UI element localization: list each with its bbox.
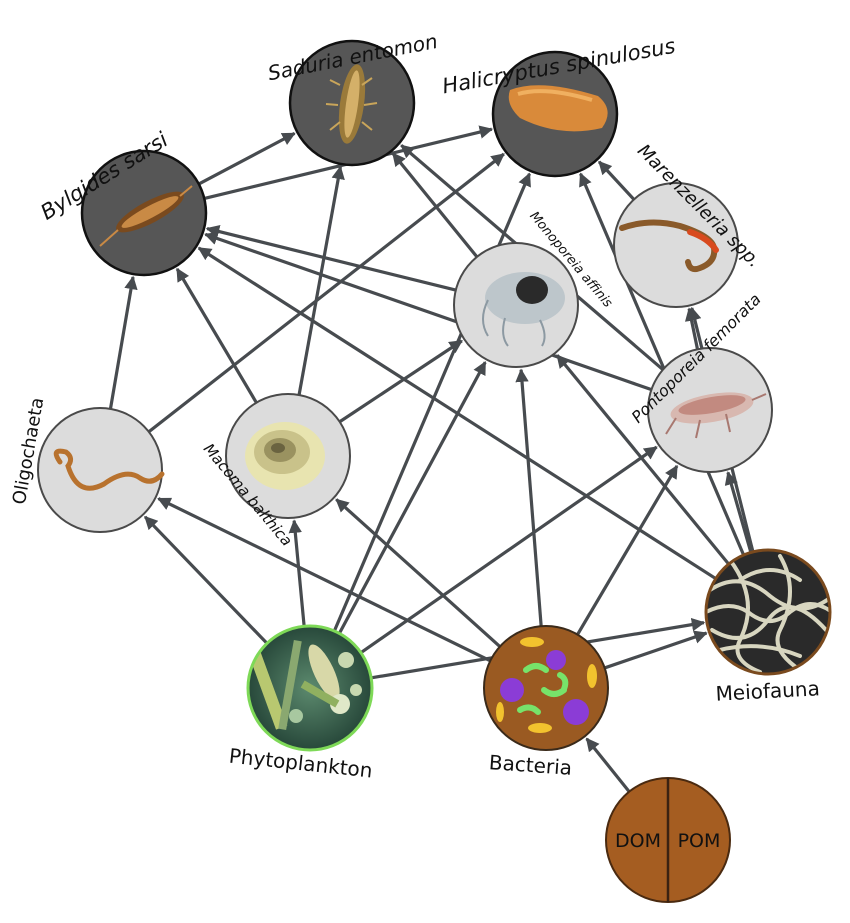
edge-macoma-to-saduria (297, 165, 345, 398)
label-bacteria: Bacteria (488, 750, 573, 780)
polychaete-icon (99, 185, 193, 247)
node-pontoporeia (647, 347, 773, 473)
node-dompom (605, 777, 731, 903)
edge-phytoplankton-to-monoporeia (337, 361, 487, 636)
amphipod-icon (482, 272, 565, 347)
edge-phytoplankton-to-macoma (288, 519, 306, 629)
edge-meiofauna-to-pontoporeia (724, 471, 753, 555)
edge-monoporeia-to-bylgides (205, 224, 459, 293)
node-oligochaeta (37, 407, 165, 533)
node-monoporeia (453, 242, 579, 368)
edge-bacteria-to-meiofauna (602, 630, 708, 671)
worm-icon (619, 219, 719, 273)
edge-monoporeia-to-saduria (391, 152, 480, 260)
edge-meiofauna-to-halicryptus (579, 172, 746, 558)
edge-marenzelleria-to-halicryptus (597, 160, 637, 203)
edge-bylgides-to-saduria (196, 131, 296, 187)
edge-phytoplankton-to-halicryptus (332, 172, 531, 634)
node-saduria (288, 39, 416, 167)
edge-oligochaeta-to-bylgides (108, 275, 138, 412)
node-macoma (225, 393, 351, 519)
label-pom: POM (678, 830, 721, 852)
edge-meiofauna-to-bylgides (197, 246, 719, 582)
edge-macoma-to-bylgides (175, 267, 259, 406)
edge-pontoporeia-to-bylgides (204, 231, 654, 392)
isopod-icon (325, 64, 378, 144)
clam-icon (245, 422, 325, 490)
edge-bacteria-to-macoma (335, 498, 503, 650)
oligochaete-worm-icon (53, 448, 165, 491)
node-phytoplankton (246, 624, 374, 752)
node-marenzelleria (613, 182, 739, 308)
node-meiofauna (704, 548, 832, 676)
node-bacteria (483, 625, 609, 751)
nematode-mass-icon (706, 554, 830, 674)
label-meiofauna: Meiofauna (715, 676, 820, 705)
edge-oligochaeta-to-halicryptus (146, 152, 505, 435)
node-halicryptus (491, 50, 619, 178)
edge-phytoplankton-to-pontoporeia (358, 445, 658, 656)
edge-bacteria-to-oligochaeta (157, 497, 493, 664)
node-bylgides (80, 149, 208, 277)
edge-bacteria-to-pontoporeia (575, 464, 679, 638)
edge-macoma-to-monoporeia (337, 339, 463, 425)
edge-phytoplankton-to-oligochaeta (143, 515, 270, 646)
label-dom: DOM (615, 830, 661, 852)
edge-pontoporeia-to-marenzelleria (684, 307, 700, 352)
diatom-icon (248, 639, 362, 731)
amphipod-icon (665, 392, 767, 439)
bacteria-icon (496, 637, 597, 733)
edge-meiofauna-to-monoporeia (556, 354, 732, 567)
priapulid-worm-icon (508, 85, 608, 132)
edge-dompom-to-bacteria (585, 737, 632, 795)
edge-bacteria-to-monoporeia (515, 368, 543, 629)
